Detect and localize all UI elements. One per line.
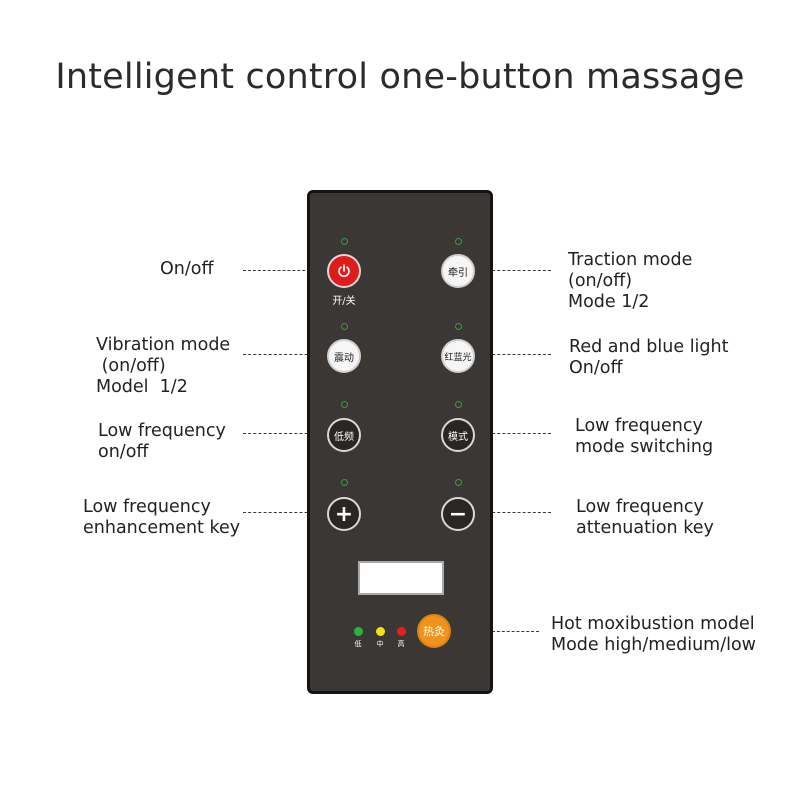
minus-indicator-led — [455, 479, 462, 486]
leader-red-blue — [477, 354, 551, 355]
label-vibration: Vibration mode (on/off) Model 1/2 — [96, 335, 231, 397]
leader-vibration — [243, 354, 323, 355]
level-mid-label: 中 — [376, 640, 384, 648]
plus-indicator-led — [341, 479, 348, 486]
plus-button[interactable]: + — [327, 497, 361, 531]
leader-hot-moxibustion — [453, 631, 539, 632]
label-attenuation: Low frequency attenuation key — [576, 497, 714, 538]
red-blue-light-button[interactable]: 红蓝光 — [441, 339, 475, 373]
power-button-caption: 开/关 — [332, 296, 356, 307]
level-low-dot — [354, 627, 363, 636]
low-frequency-button[interactable]: 低频 — [327, 418, 361, 452]
level-mid-dot — [376, 627, 385, 636]
leader-enhancement — [243, 512, 323, 513]
page-title: Intelligent control one-button massage — [55, 57, 745, 97]
power-icon — [338, 264, 350, 277]
label-enhancement: Low frequency enhancement key — [83, 497, 241, 538]
label-mode-switch: Low frequency mode switching — [575, 416, 714, 457]
traction-indicator-led — [455, 238, 462, 245]
label-on-off: On/off — [160, 259, 214, 279]
mode-indicator-led — [455, 401, 462, 408]
low-frequency-indicator-led — [341, 401, 348, 408]
level-low-label: 低 — [354, 640, 362, 648]
label-low-frequency: Low frequency on/off — [98, 421, 226, 462]
display-screen — [358, 561, 444, 595]
label-red-blue: Red and blue light On/off — [569, 337, 729, 378]
level-high-label: 高 — [397, 640, 405, 648]
power-indicator-led — [341, 238, 348, 245]
traction-button[interactable]: 牵引 — [441, 254, 475, 288]
label-hot-moxibustion: Hot moxibustion model Mode high/medium/l… — [551, 614, 756, 655]
vibration-button[interactable]: 震动 — [327, 339, 361, 373]
hot-moxibustion-button[interactable]: 热灸 — [417, 614, 451, 648]
red-blue-indicator-led — [455, 323, 462, 330]
mode-button[interactable]: 模式 — [441, 418, 475, 452]
leader-traction — [477, 270, 551, 271]
leader-low-frequency — [243, 433, 323, 434]
leader-on-off — [243, 270, 325, 271]
level-high-dot — [397, 627, 406, 636]
leader-mode-switch — [477, 433, 551, 434]
leader-attenuation — [477, 512, 551, 513]
vibration-indicator-led — [341, 323, 348, 330]
remote-control: 开/关 牵引 震动 红蓝光 低频 模式 + − 低 中 高 热灸 — [307, 190, 493, 694]
minus-button[interactable]: − — [441, 497, 475, 531]
power-button[interactable] — [327, 254, 361, 288]
label-traction: Traction mode (on/off) Mode 1/2 — [568, 250, 693, 312]
